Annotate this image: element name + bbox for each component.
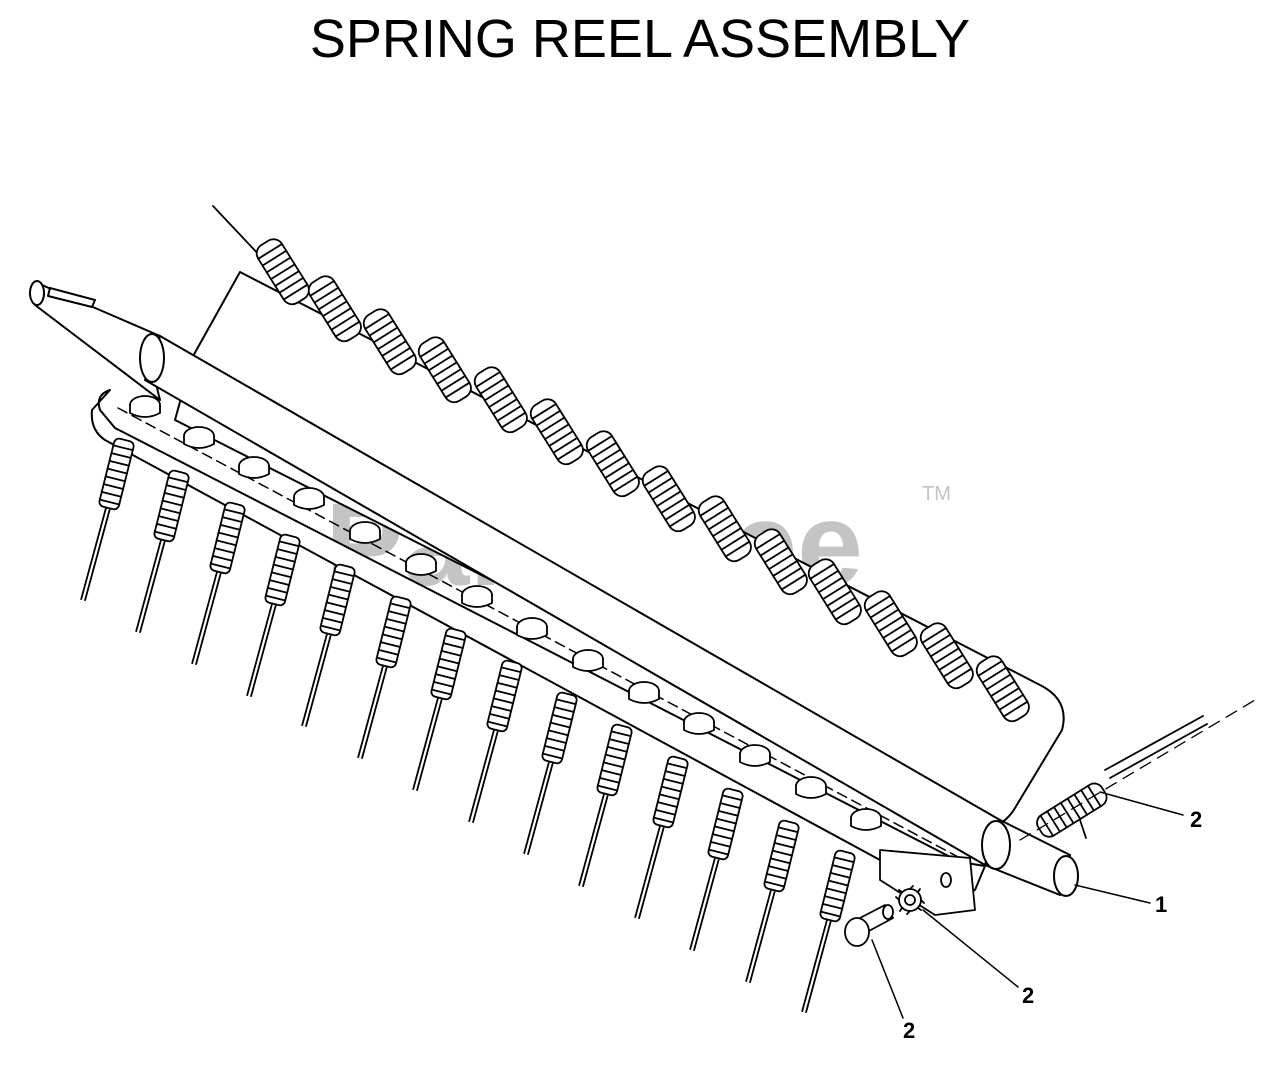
hex-bolt <box>129 395 161 418</box>
hex-bolt <box>183 426 215 449</box>
hex-bolt <box>850 808 882 831</box>
hex-bolt <box>683 712 715 735</box>
upper-spring <box>529 398 584 466</box>
upper-spring <box>863 590 918 658</box>
tine-spring <box>191 501 246 665</box>
tine-spring <box>412 627 467 791</box>
tine-spring <box>135 469 190 633</box>
tine-spring <box>745 819 800 983</box>
tine-spring <box>634 755 689 919</box>
watermark-tm: TM <box>922 483 951 505</box>
hex-bolt <box>628 681 660 704</box>
upper-spring <box>255 238 310 306</box>
callout-shaft: 1 <box>1155 892 1167 917</box>
callout-end-spring: 2 <box>1190 807 1202 832</box>
upper-spring <box>585 430 640 498</box>
tine-spring <box>246 533 301 697</box>
hex-bolt <box>461 585 493 608</box>
upper-spring <box>975 655 1030 723</box>
upper-spring <box>697 495 752 563</box>
shaft-left-end <box>29 280 161 401</box>
tine-spring <box>301 563 356 727</box>
lock-washer <box>895 885 925 915</box>
end-spring <box>1019 699 1256 841</box>
tine-spring <box>689 787 744 951</box>
leader-lines <box>871 791 1184 1019</box>
reel-drawing <box>29 205 1256 1019</box>
tine-spring <box>80 437 135 601</box>
spring-bar <box>90 389 986 896</box>
upper-spring <box>753 528 808 596</box>
upper-springs <box>212 205 1030 723</box>
hex-bolt <box>405 553 437 576</box>
hex-bolt <box>293 487 325 510</box>
hex-bolts <box>129 395 882 831</box>
bolt <box>844 904 894 947</box>
page-title: SPRING REEL ASSEMBLY <box>309 9 971 69</box>
upper-spring <box>919 622 974 690</box>
tine-spring <box>468 659 523 823</box>
callout-bolt: 2 <box>903 1018 915 1043</box>
tine-spring <box>578 723 633 887</box>
hex-bolt <box>516 617 548 640</box>
tine-spring <box>523 691 578 855</box>
mounting-hardware <box>844 849 976 947</box>
upper-spring <box>307 275 362 343</box>
callout-lock-washer: 2 <box>1022 983 1034 1008</box>
shaft-right-end <box>981 819 1079 897</box>
tine-spring <box>357 595 412 759</box>
tine-springs <box>80 437 856 1013</box>
upper-spring <box>473 366 528 434</box>
tine-spring <box>801 849 856 1013</box>
upper-spring <box>807 558 862 626</box>
upper-spring <box>641 465 696 533</box>
hex-bolt <box>349 521 381 544</box>
callouts: 2 1 2 2 <box>903 807 1202 1043</box>
hex-bolt <box>795 776 827 799</box>
hex-bolt <box>739 744 771 767</box>
hex-bolt <box>238 456 270 479</box>
upper-spring <box>362 308 417 376</box>
hex-bolt <box>572 649 604 672</box>
upper-spring <box>417 336 472 404</box>
